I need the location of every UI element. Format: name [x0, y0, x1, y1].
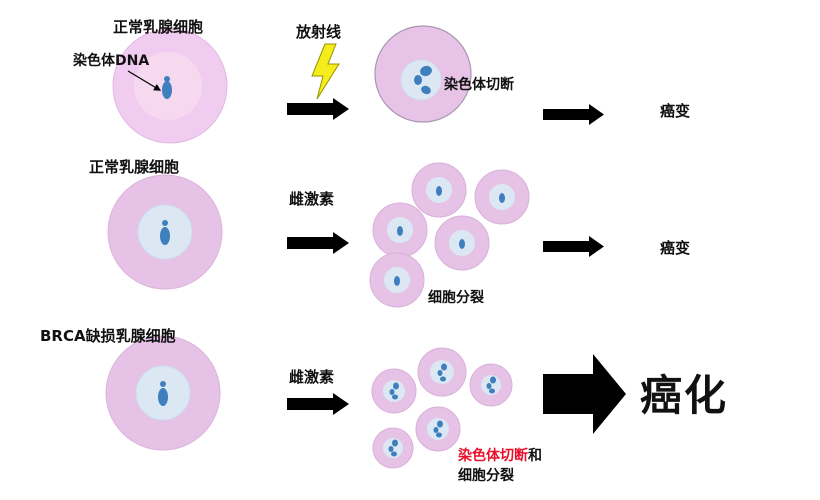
cell-icon — [434, 215, 490, 271]
chromosome-icon — [158, 381, 168, 406]
big-arrow-right-icon — [543, 354, 626, 434]
cell-icon — [469, 363, 513, 407]
arrow-right-icon — [287, 393, 349, 415]
row3-cell-label: BRCA缺损乳腺细胞 — [40, 327, 176, 345]
arrow-right-icon — [287, 98, 349, 120]
row2-dividing-cells — [369, 162, 530, 308]
row2-normal-cell — [107, 174, 223, 290]
cell-icon — [369, 252, 425, 308]
row3-result-label-line2: 细胞分裂 — [458, 468, 514, 484]
chromosome-icon — [162, 76, 172, 99]
row1-cause-label: 放射线 — [296, 23, 342, 41]
cell-icon — [371, 368, 417, 414]
row1-result-label: 染色体切断 — [444, 77, 514, 93]
dna-label: 染色体DNA — [73, 53, 150, 69]
row1-normal-cell — [112, 28, 228, 144]
row3-result-label: 染色体切断和 — [458, 449, 542, 463]
cell-icon — [372, 427, 414, 469]
arrow-right-icon — [543, 236, 604, 257]
row3-outcome-label: 癌化 — [640, 371, 729, 420]
row1-outcome-label: 癌变 — [660, 102, 691, 120]
row2-cause-label: 雌激素 — [289, 190, 335, 208]
cell-icon — [415, 406, 461, 452]
row1-cell-label: 正常乳腺细胞 — [113, 18, 204, 36]
row3-result-highlight: 染色体切断 — [458, 448, 528, 464]
row3-brca-cell — [105, 335, 221, 451]
cell-icon — [411, 162, 467, 218]
lightning-icon — [311, 43, 340, 100]
chromosome-icon — [160, 220, 170, 245]
row2-result-label: 细胞分裂 — [428, 290, 484, 306]
row3-cause-label: 雌激素 — [289, 368, 335, 386]
cell-icon — [417, 347, 467, 397]
arrow-right-icon — [287, 232, 349, 254]
cell-icon — [372, 202, 428, 258]
chromosome-icon — [414, 65, 432, 95]
row3-broken-dividing-cells — [371, 347, 513, 469]
arrow-right-icon — [543, 104, 604, 125]
row1-broken-chromosome-cell — [374, 25, 472, 123]
row2-outcome-label: 癌变 — [660, 239, 691, 257]
dna-pointer-arrow — [127, 70, 162, 91]
row2-cell-label: 正常乳腺细胞 — [89, 158, 180, 176]
row3-result-conjunction: 和 — [528, 448, 542, 464]
cell-icon — [474, 169, 530, 225]
